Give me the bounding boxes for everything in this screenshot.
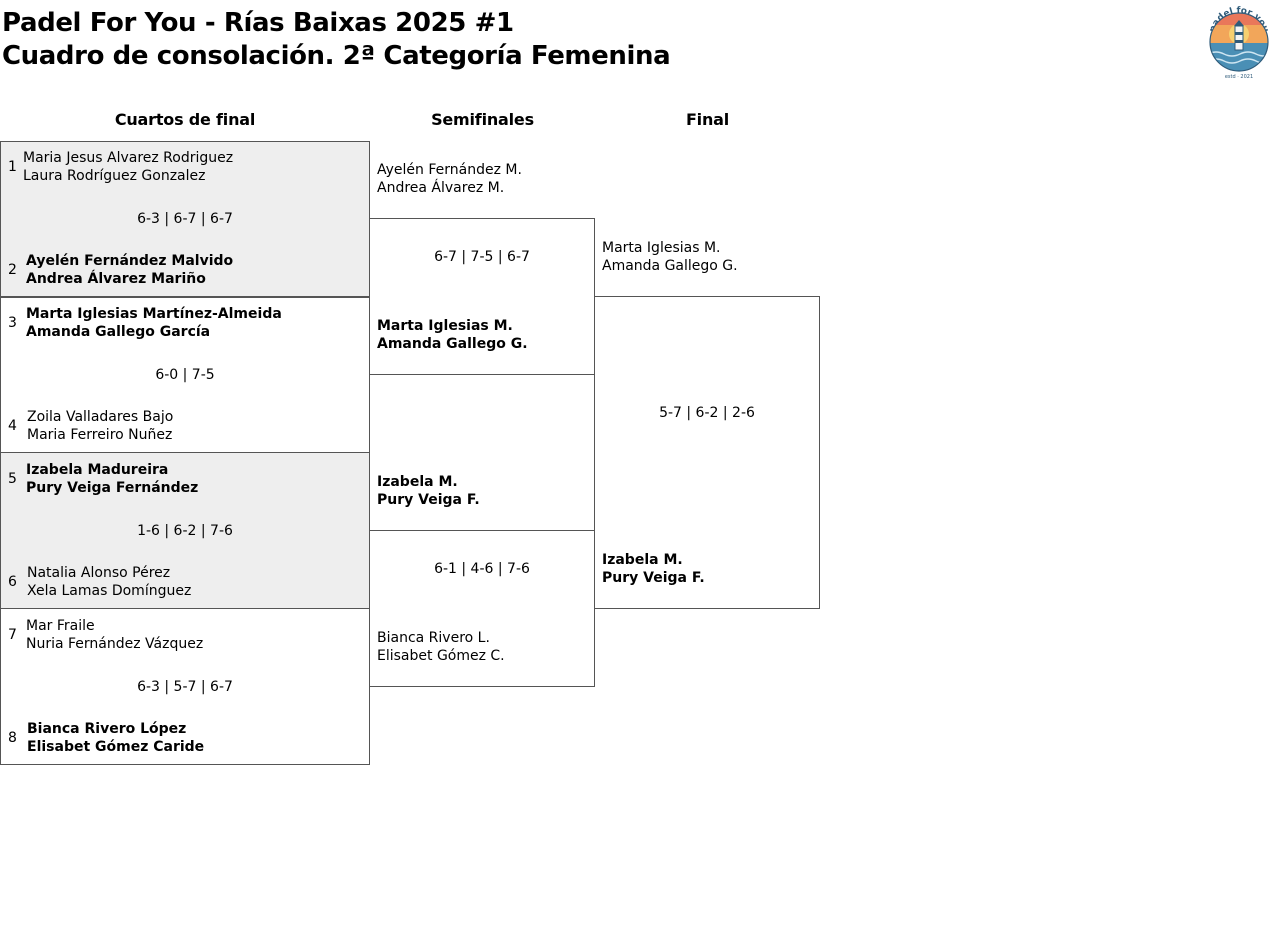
match-score: 5-7 | 6-2 | 2-6 bbox=[659, 405, 755, 421]
player-name: Izabela M. bbox=[377, 474, 458, 490]
player-name: Nuria Fernández Vázquez bbox=[26, 636, 204, 652]
player-name: Ayelén Fernández Malvido bbox=[26, 253, 234, 269]
round-title-quarterfinals: Cuartos de final bbox=[114, 110, 256, 129]
semifinal-match-2: 6-1 | 4-6 | 7-6 bbox=[369, 530, 595, 687]
player-name: Izabela Madureira bbox=[26, 462, 169, 478]
player-name: Amanda Gallego G. bbox=[602, 258, 738, 274]
match-score: 6-7 | 7-5 | 6-7 bbox=[434, 249, 530, 265]
semifinal-2-winning-team: Izabela M. Pury Veiga F. bbox=[377, 473, 480, 509]
quarterfinal-match-2: 3 Marta Iglesias Martínez-Almeida Amanda… bbox=[0, 296, 370, 453]
final-top-team: Marta Iglesias M. Amanda Gallego G. bbox=[602, 239, 738, 275]
player-name: Pury Veiga F. bbox=[602, 570, 705, 586]
player-name: Xela Lamas Domínguez bbox=[27, 583, 192, 599]
match-score: 6-3 | 6-7 | 6-7 bbox=[137, 211, 233, 227]
player-name: Elisabet Gómez Caride bbox=[27, 739, 205, 755]
player-name: Marta Iglesias M. bbox=[602, 240, 721, 256]
round-title-final: Final bbox=[685, 110, 730, 129]
player-name: Andrea Álvarez Mariño bbox=[26, 271, 206, 287]
team-entry: Zoila Valladares Bajo Maria Ferreiro Nuñ… bbox=[27, 408, 173, 444]
player-name: Bianca Rivero López bbox=[27, 721, 187, 737]
seed-number: 3 bbox=[8, 315, 17, 331]
round-title-semifinals: Semifinales bbox=[431, 110, 534, 129]
team-entry: Natalia Alonso Pérez Xela Lamas Domíngue… bbox=[27, 564, 191, 600]
player-name: Natalia Alonso Pérez bbox=[27, 565, 171, 581]
quarterfinal-match-1: 1 Maria Jesus Alvarez Rodriguez Laura Ro… bbox=[0, 141, 370, 298]
match-score: 6-0 | 7-5 bbox=[155, 367, 215, 383]
team-entry: Maria Jesus Alvarez Rodriguez Laura Rodr… bbox=[23, 149, 233, 185]
player-name: Pury Veiga F. bbox=[377, 492, 480, 508]
player-name: Ayelén Fernández M. bbox=[377, 162, 522, 178]
player-name: Elisabet Gómez C. bbox=[377, 648, 505, 664]
semifinal-match-1: 6-7 | 7-5 | 6-7 bbox=[369, 218, 595, 375]
winning-team-entry: Marta Iglesias Martínez-Almeida Amanda G… bbox=[26, 305, 282, 341]
match-score: 1-6 | 6-2 | 7-6 bbox=[137, 523, 233, 539]
page-subtitle: Cuadro de consolación. 2ª Categoría Feme… bbox=[2, 41, 671, 71]
player-name: Zoila Valladares Bajo bbox=[27, 409, 174, 425]
seed-number: 7 bbox=[8, 627, 17, 643]
player-name: Bianca Rivero L. bbox=[377, 630, 490, 646]
player-name: Andrea Álvarez M. bbox=[377, 180, 505, 196]
quarterfinal-match-3: 5 Izabela Madureira Pury Veiga Fernández… bbox=[0, 452, 370, 609]
winning-team-entry: Bianca Rivero López Elisabet Gómez Carid… bbox=[27, 720, 204, 756]
seed-number: 6 bbox=[8, 574, 17, 590]
logo-text-bottom: estd · 2021 bbox=[1225, 74, 1253, 80]
semifinal-1-top-team: Ayelén Fernández M. Andrea Álvarez M. bbox=[377, 161, 522, 197]
seed-number: 4 bbox=[8, 418, 17, 434]
padel-for-you-logo-icon: padel for you estd · 2021 bbox=[1208, 4, 1270, 80]
match-score: 6-3 | 5-7 | 6-7 bbox=[137, 679, 233, 695]
final-match: 5-7 | 6-2 | 2-6 bbox=[594, 296, 820, 609]
match-score: 6-1 | 4-6 | 7-6 bbox=[434, 561, 530, 577]
final-winning-team: Izabela M. Pury Veiga F. bbox=[602, 551, 705, 587]
player-name: Mar Fraile bbox=[26, 618, 95, 634]
winning-team-entry: Ayelén Fernández Malvido Andrea Álvarez … bbox=[26, 252, 233, 288]
player-name: Maria Ferreiro Nuñez bbox=[27, 427, 173, 443]
winning-team-entry: Izabela Madureira Pury Veiga Fernández bbox=[26, 461, 198, 497]
player-name: Pury Veiga Fernández bbox=[26, 480, 199, 496]
page-title: Padel For You - Rías Baixas 2025 #1 bbox=[2, 8, 514, 38]
player-name: Amanda Gallego García bbox=[26, 324, 211, 340]
player-name: Laura Rodríguez Gonzalez bbox=[23, 168, 206, 184]
player-name: Marta Iglesias Martínez-Almeida bbox=[26, 306, 282, 322]
player-name: Marta Iglesias M. bbox=[377, 318, 513, 334]
player-name: Maria Jesus Alvarez Rodriguez bbox=[23, 150, 234, 166]
player-name: Amanda Gallego G. bbox=[377, 336, 528, 352]
seed-number: 8 bbox=[8, 730, 17, 746]
seed-number: 1 bbox=[8, 159, 17, 175]
semifinal-1-winning-team: Marta Iglesias M. Amanda Gallego G. bbox=[377, 317, 528, 353]
team-entry: Mar Fraile Nuria Fernández Vázquez bbox=[26, 617, 203, 653]
player-name: Izabela M. bbox=[602, 552, 683, 568]
seed-number: 2 bbox=[8, 262, 17, 278]
quarterfinal-match-4: 7 Mar Fraile Nuria Fernández Vázquez 6-3… bbox=[0, 608, 370, 765]
seed-number: 5 bbox=[8, 471, 17, 487]
semifinal-2-bottom-team: Bianca Rivero L. Elisabet Gómez C. bbox=[377, 629, 505, 665]
